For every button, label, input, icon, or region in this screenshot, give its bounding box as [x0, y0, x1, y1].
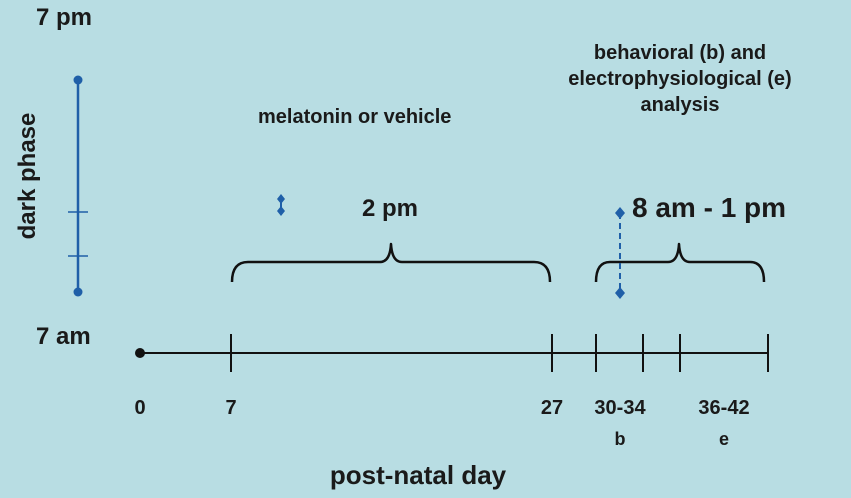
dark-phase-scale [68, 75, 88, 297]
treatment-label: melatonin or vehicle [258, 106, 452, 128]
tick-label-27: 27 [540, 397, 564, 419]
tick-sub-b: b [614, 429, 626, 449]
analysis-brace [594, 242, 766, 283]
tick-label-36-42: 36-42 [698, 397, 750, 419]
tick-label-7: 7 [225, 397, 237, 419]
tick-sub-e: e [718, 429, 729, 449]
top-time-label: 7 pm [36, 4, 93, 31]
treatment-time-label: 2 pm [362, 195, 419, 222]
analysis-time-label: 8 am - 1 pm [632, 192, 787, 223]
analysis-line-2: electrophysiological (e) [568, 68, 792, 90]
x-axis-label: post-natal day [329, 460, 507, 490]
analysis-time-marker [615, 207, 625, 299]
tick-label-0: 0 [134, 397, 146, 419]
analysis-line-1: behavioral (b) and [593, 42, 767, 64]
analysis-description: behavioral (b) and electrophysiological … [560, 40, 800, 118]
treatment-time-marker [277, 194, 285, 216]
time-axis [135, 334, 769, 372]
phase-label: dark phase [14, 112, 41, 240]
treatment-brace [230, 242, 552, 283]
bottom-time-label: 7 am [36, 323, 91, 350]
analysis-line-3: analysis [640, 94, 720, 116]
tick-label-30-34: 30-34 [594, 397, 646, 419]
